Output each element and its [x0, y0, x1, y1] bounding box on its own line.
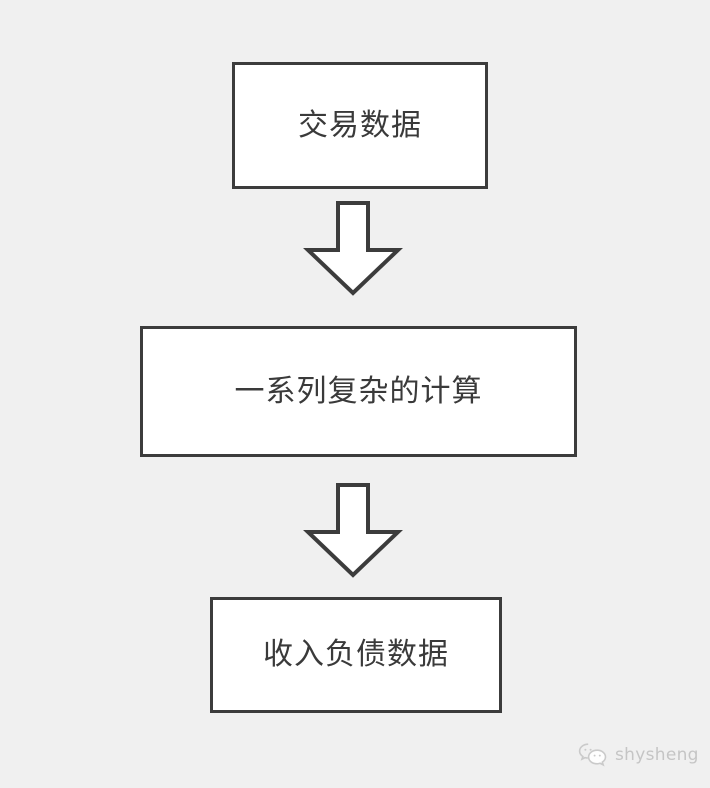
- flowchart-node-transaction-data: 交易数据: [232, 62, 488, 189]
- down-block-arrow-icon: [302, 198, 404, 298]
- flowchart-node-label: 一系列复杂的计算: [234, 373, 483, 409]
- watermark: shysheng: [578, 742, 699, 768]
- flowchart-node-complex-calculations: 一系列复杂的计算: [140, 326, 577, 457]
- down-block-arrow-icon: [302, 480, 404, 580]
- flowchart-node-label: 收入负债数据: [263, 637, 449, 672]
- flowchart-node-label: 交易数据: [298, 107, 422, 143]
- flowchart-node-income-liability-data: 收入负债数据: [210, 597, 502, 713]
- watermark-text: shysheng: [615, 745, 699, 765]
- wechat-logo-icon: [578, 742, 608, 768]
